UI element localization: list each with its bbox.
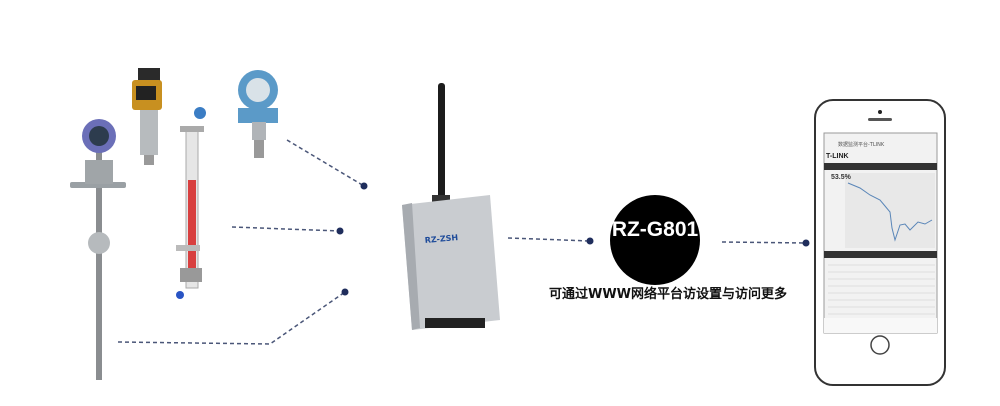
float-level-sensor	[70, 119, 126, 380]
hub-model-label: RZ-G801	[611, 218, 699, 241]
pressure-transmitter	[238, 70, 278, 158]
connector-pressure-transmitter	[286, 139, 365, 187]
hub-circle	[610, 195, 700, 285]
hub-caption: 可通过WWW网络平台访设置与访问更多	[548, 287, 788, 302]
connector-lines	[117, 139, 807, 345]
gateway-device: RZ-ZSH	[402, 83, 500, 330]
connector-hub-phone	[721, 241, 807, 244]
smartphone	[814, 99, 946, 386]
antenna-icon	[438, 83, 445, 198]
connector-gateway-hub	[507, 237, 591, 242]
phone-reading: 53.5%	[831, 174, 851, 181]
connector-dots	[336, 182, 810, 296]
phone-app-logo: T-LINK	[826, 153, 849, 160]
home-button-icon	[870, 335, 890, 355]
magnetic-level-gauge	[176, 107, 206, 299]
connector-float-level	[117, 291, 346, 345]
connector-level-gauge	[231, 226, 341, 232]
pressure-switch	[132, 68, 162, 165]
svg-text:RZ-ZSH: RZ-ZSH	[424, 233, 458, 245]
phone-app-title: 数据监测平台-TLINK	[838, 142, 885, 148]
